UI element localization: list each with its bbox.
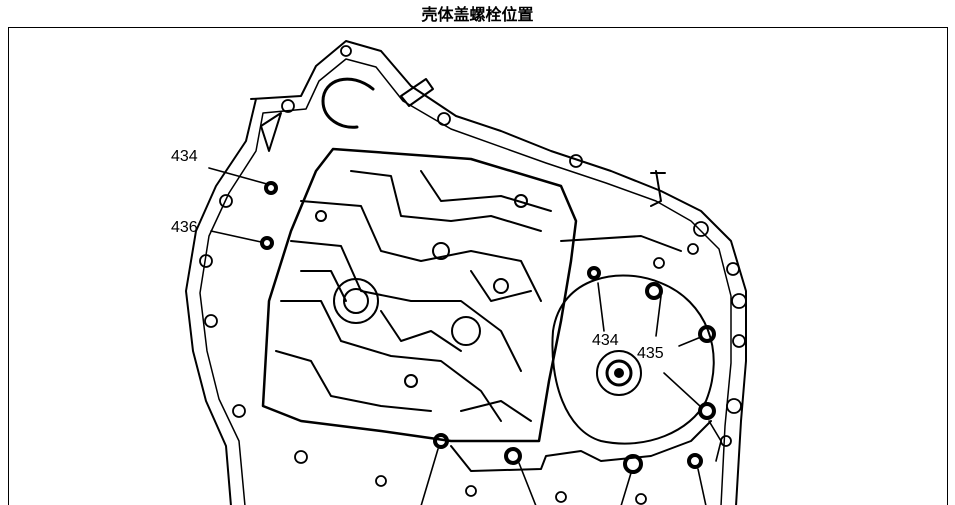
callout-435: 435: [637, 345, 664, 362]
valve-body-passages: [275, 170, 552, 422]
housing-cover-bolts: [260, 181, 716, 474]
triangle-cutout: [260, 112, 282, 152]
bolt-436-left: [260, 236, 274, 250]
bolt-bottom-2: [504, 447, 522, 465]
shift-shaft: [560, 170, 682, 252]
bolt-bottom-3: [623, 454, 643, 474]
transmission-case-cover-drawing: 434 436 434 435: [171, 40, 747, 505]
bolt-434-pump: [587, 266, 601, 280]
c-shaped-cutout: [321, 77, 375, 129]
pump-assembly: [551, 274, 715, 445]
bolt-435-upper: [645, 282, 663, 300]
bolt-bottom-1: [433, 433, 449, 449]
diagram-title: 壳体盖螺栓位置: [421, 5, 534, 24]
bolt-435-lower: [698, 402, 716, 420]
callout-436-left: 436: [171, 219, 198, 236]
bolt-434-left: [264, 181, 278, 195]
diagram-frame: 434 436 434 435: [8, 27, 948, 505]
bolt-bottom-4: [687, 453, 703, 469]
perimeter-bolt-holes: [199, 45, 747, 505]
bolt-435-right: [698, 325, 716, 343]
lower-flange: [450, 420, 712, 472]
top-slot: [400, 78, 434, 107]
leader-lines: [208, 167, 722, 505]
valve-body-bores: [315, 194, 528, 388]
case-outer-outline: [185, 40, 747, 505]
valve-body-outline: [261, 147, 578, 443]
callout-434-left: 434: [171, 148, 198, 165]
callout-434-pump: 434: [592, 332, 619, 349]
case-inner-outline: [199, 58, 732, 505]
